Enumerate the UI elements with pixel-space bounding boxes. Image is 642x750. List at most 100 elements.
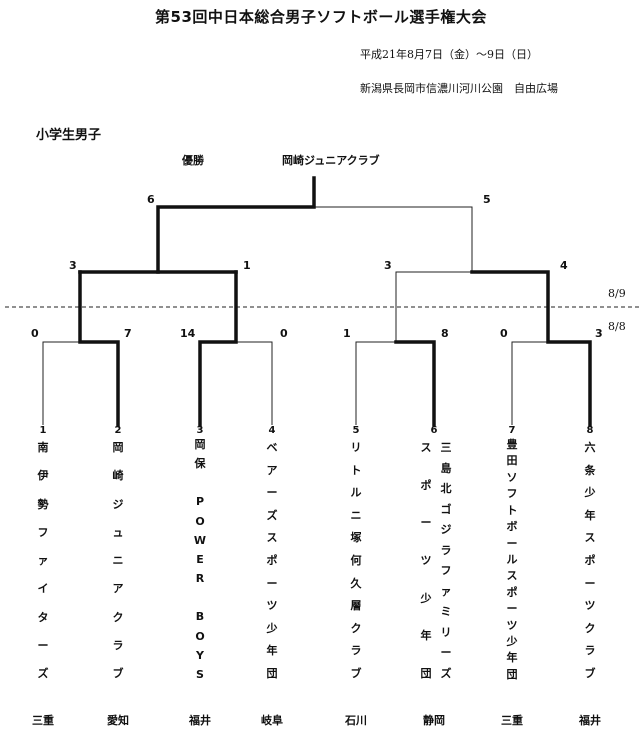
team-seed-number: 6 [430,425,438,436]
bracket-winner-lines [78,176,592,427]
score-r1-m4-left: 0 [500,327,508,340]
team-name-char: S [196,667,204,681]
team-name: 豊田ソフトボールスポーツ少年団 [502,439,522,681]
team-name-char: 南 [37,441,49,454]
team-name-char: 団 [420,666,432,680]
team-name-char: ブ [350,666,362,680]
team-name-char: ラ [440,543,452,557]
team-name-char: ツ [584,599,596,613]
team-name-char: P [195,495,205,509]
team-name-char: ポ [266,553,278,567]
champion-team: 岡崎ジュニアクラブ [282,154,380,167]
team-name-char: 伊 [37,469,49,483]
section-title: 小学生男子 [36,128,102,143]
score-semi1-right: 1 [243,259,251,272]
score-r1-m3-left: 1 [343,327,351,340]
team-name-char: ポ [584,553,596,567]
team-seed-number: 5 [352,425,360,436]
team-name-char: ァ [37,554,49,567]
team-name-char: ー [266,486,278,500]
team-column: 2 岡崎ジュニアクラブ [108,425,128,680]
team-name-char: ボ [506,520,518,534]
team-name-char: 何 [350,553,362,567]
team-name-char: ベ [266,441,278,454]
event-venue: 新潟県長岡市信濃川河川公園 自由広場 [360,82,558,95]
team-name-char: 層 [350,599,362,613]
team-seed-number: 2 [114,425,122,436]
team-seed-number: 3 [196,425,204,436]
team-name-char: ス [506,569,518,583]
team-name-char [198,477,202,489]
team-name-char: 少 [420,591,432,605]
team-name-char: B [195,610,205,624]
team-name-char: ー [37,638,49,652]
team-name-char: ツ [266,599,278,613]
team-name-char: ー [440,646,452,660]
team-name-char: ス [584,531,596,545]
team-name-char: タ [37,610,49,624]
team-name-char: フ [440,564,452,578]
team-name: 三島北ゴジラファミリーズ [436,439,456,681]
score-r1-m2-left: 14 [180,327,196,340]
team-name-char: ツ [420,553,432,567]
score-r1-m3-right: 8 [441,327,449,340]
team-name-char: ア [112,582,124,596]
team-prefecture: 静岡 [423,714,445,727]
score-r1-m1-left: 0 [31,327,39,340]
team-name-char: ル [350,486,362,500]
team-name-char: 豊 [506,438,518,451]
team-name-char: ツ [506,618,518,632]
team-name-char: ク [350,621,362,635]
team-name-char: ー [584,576,596,590]
team-name-char: 岡 [194,438,206,451]
team-name-char: ズ [37,667,49,680]
team-prefecture: 三重 [32,714,54,727]
date-round2: 8/9 [608,287,626,300]
team-seed-number: 4 [268,425,276,436]
team-name-char: O [195,629,205,643]
team-name-char: ラ [350,644,362,658]
team-name-char: イ [37,582,49,596]
team-name-char: ー [420,516,432,530]
team-name-char: E [196,552,204,566]
score-semi1-left: 3 [69,259,77,272]
team-seed-number: 8 [586,425,594,436]
team-name-char: ー [266,576,278,590]
team-name: 岡崎ジュニアクラブ [108,439,128,681]
team-name-char: ー [506,536,518,550]
team-prefecture: 福井 [189,714,211,727]
team-name-char: ク [112,610,124,624]
team-name-char: 崎 [112,469,124,483]
team-name-char: リ [440,625,452,639]
team-prefecture: 岐阜 [261,714,283,727]
team-name: 南伊勢ファイターズ [33,439,53,681]
score-semi2-right: 4 [560,259,568,272]
team-name-char: ジ [440,523,452,537]
team-name-char: Y [196,648,204,662]
bracket-thin-lines [42,206,548,425]
team-name-char: 田 [506,454,518,468]
team-name-char: 島 [440,461,452,475]
team-name-char: ポ [506,585,518,599]
team-name-char: ア [266,463,278,477]
team-name-char: 少 [584,486,596,500]
team-name-char: ァ [440,584,452,598]
team-name-char: W [193,533,207,547]
score-r1-m2-right: 0 [280,327,288,340]
team-name-char: ゴ [440,502,452,516]
score-final-left: 6 [147,193,155,206]
team-name: スポーツ少年団 [416,439,436,681]
team-name-char: ズ [440,666,452,680]
score-semi2-left: 3 [384,259,392,272]
team-prefecture: 福井 [579,714,601,727]
score-r1-m1-right: 7 [124,327,132,340]
team-name-char: ニ [350,508,362,522]
team-seed-number: 1 [39,425,47,436]
team-name-char: ソ [506,470,518,484]
team-name-char: 少 [506,635,518,649]
